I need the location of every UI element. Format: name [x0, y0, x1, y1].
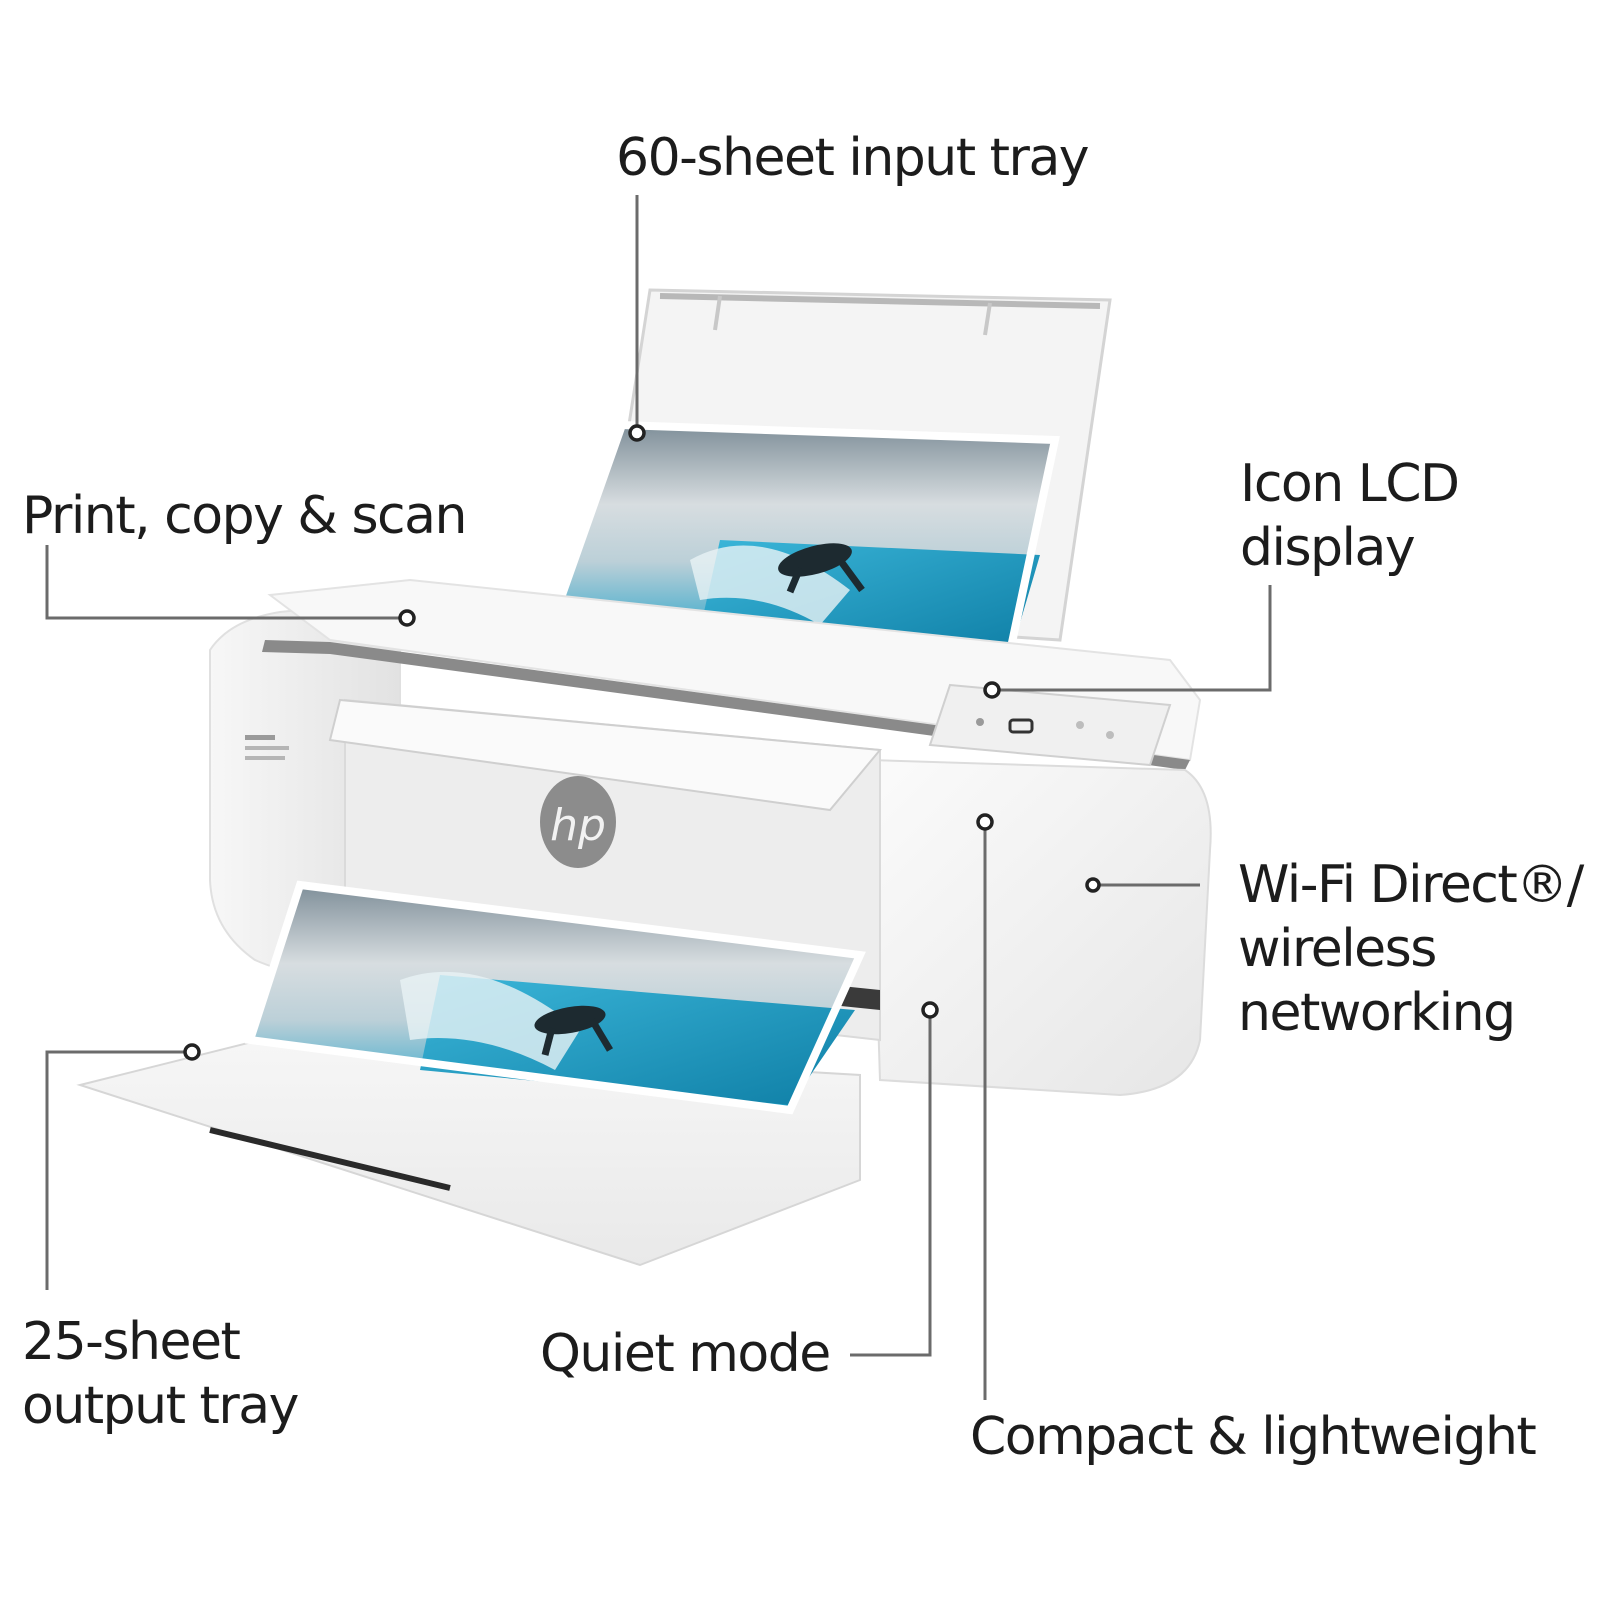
control-panel: [928, 683, 1172, 767]
marker-output-tray-icon: [183, 1043, 201, 1061]
callout-line-icon-lcd: [1000, 585, 1272, 692]
callout-line-quiet-mode: [850, 1018, 932, 1357]
callout-line-print-copy-scan: [45, 545, 400, 620]
label-icon-lcd: Icon LCD display: [1240, 454, 1460, 578]
label-quiet-mode: Quiet mode: [540, 1324, 831, 1384]
label-print-copy-scan: Print, copy & scan: [22, 486, 467, 546]
marker-compact-icon: [976, 813, 994, 831]
output-photo: [244, 880, 866, 1115]
marker-quiet-mode-icon: [921, 1001, 939, 1019]
marker-wifi-icon: [1085, 877, 1101, 893]
label-compact: Compact & lightweight: [970, 1407, 1537, 1467]
callout-markers: [183, 424, 1101, 1061]
hp-logo: hp: [540, 776, 616, 868]
callout-lines: [45, 195, 1272, 1400]
marker-icon-lcd-icon: [983, 681, 1001, 699]
label-output-tray: 25-sheet output tray: [22, 1312, 299, 1436]
marker-input-tray-icon: [628, 424, 646, 442]
label-input-tray: 60-sheet input tray: [616, 128, 1090, 188]
svg-text:hp: hp: [550, 800, 606, 851]
marker-print-copy-scan-icon: [398, 609, 416, 627]
callout-line-output-tray: [45, 1050, 185, 1290]
label-wifi: Wi-Fi Direct®/ wireless networking: [1238, 855, 1584, 1043]
